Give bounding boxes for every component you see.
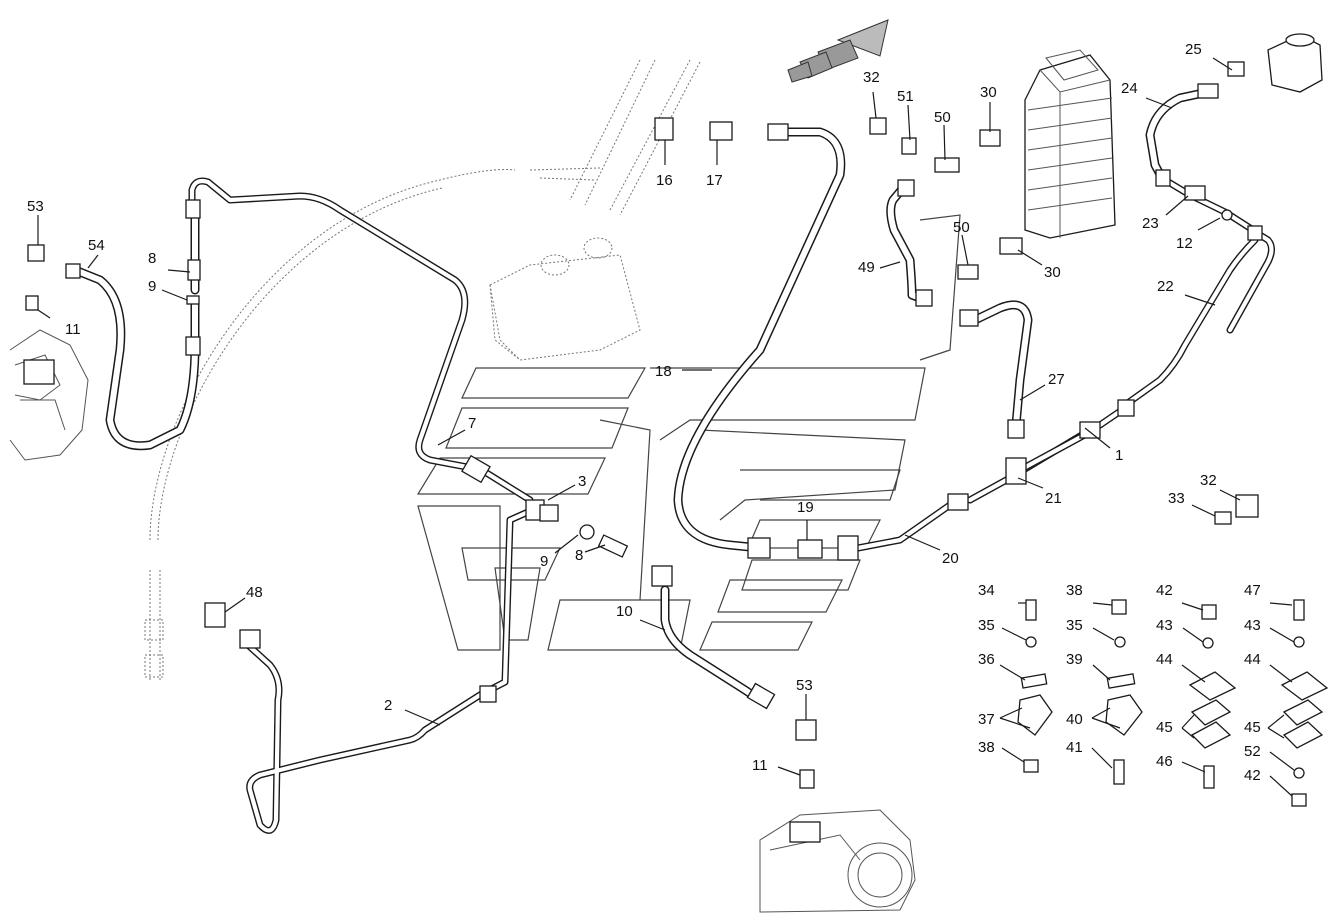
label-19: 19 (797, 499, 814, 516)
pipe-23-12 (1161, 176, 1254, 232)
label-25: 25 (1185, 41, 1202, 58)
label-12: 12 (1176, 235, 1193, 252)
clamp-assembly-47-42 (1280, 599, 1329, 807)
label-34: 34 (978, 582, 995, 599)
label-8-upper: 8 (148, 250, 156, 267)
pipe-2 (244, 508, 532, 834)
label-27: 27 (1048, 371, 1065, 388)
label-32-upper: 32 (863, 69, 880, 86)
label-11-left: 11 (65, 321, 81, 338)
clamp-assembly-34-38 (1017, 599, 1053, 773)
label-22: 22 (1157, 278, 1174, 295)
label-2: 2 (384, 697, 392, 714)
label-43-right: 43 (1244, 617, 1261, 634)
label-16: 16 (656, 172, 673, 189)
hose-24 (1145, 87, 1213, 183)
label-11-bottom: 11 (752, 757, 768, 774)
label-10: 10 (616, 603, 633, 620)
label-23: 23 (1142, 215, 1159, 232)
label-42-right: 42 (1244, 767, 1261, 784)
ghost-components (144, 59, 701, 680)
label-45-right: 45 (1244, 719, 1261, 736)
label-43-left: 43 (1156, 617, 1173, 634)
label-40: 40 (1066, 711, 1083, 728)
label-52: 52 (1244, 743, 1261, 760)
label-8-lower: 8 (575, 547, 583, 564)
label-30-upper: 30 (980, 84, 997, 101)
label-53-bottom: 53 (796, 677, 813, 694)
label-44-right: 44 (1244, 651, 1261, 668)
label-36: 36 (978, 651, 995, 668)
label-38-top: 38 (1066, 582, 1083, 599)
label-49: 49 (858, 259, 875, 276)
pipe-7-lower (481, 468, 534, 504)
label-24: 24 (1121, 80, 1138, 97)
hydraulic-motor-left (9, 329, 89, 461)
label-33: 33 (1168, 490, 1185, 507)
label-38-bottom: 38 (978, 739, 995, 756)
part-number-labels: 1 2 3 7 8 8 9 9 10 11 11 12 16 17 18 19 … (27, 41, 1261, 784)
pump-top-right (1267, 33, 1323, 93)
fittings (25, 61, 1263, 789)
label-21: 21 (1045, 490, 1062, 507)
label-46: 46 (1156, 753, 1173, 770)
hose-54 (70, 265, 200, 451)
label-50-lower: 50 (953, 219, 970, 236)
label-44-left: 44 (1156, 651, 1173, 668)
hose-27 (970, 300, 1033, 430)
label-54: 54 (88, 237, 105, 254)
label-42-left: 42 (1156, 582, 1173, 599)
label-7: 7 (468, 415, 476, 432)
label-35-right: 35 (1066, 617, 1083, 634)
label-48: 48 (246, 584, 263, 601)
label-30-lower: 30 (1044, 264, 1061, 281)
label-3: 3 (578, 473, 586, 490)
label-17: 17 (706, 172, 723, 189)
leader-lines (37, 57, 1295, 797)
pipe-20 (854, 501, 954, 552)
label-35-left: 35 (978, 617, 995, 634)
label-51: 51 (897, 88, 914, 105)
hose-18 (673, 127, 846, 553)
control-valve-block (1024, 49, 1116, 239)
label-47: 47 (1244, 582, 1261, 599)
label-39: 39 (1066, 651, 1083, 668)
label-9-lower: 9 (540, 553, 548, 570)
label-9-upper: 9 (148, 278, 156, 295)
label-53-left: 53 (27, 198, 44, 215)
label-45-left: 45 (1156, 719, 1173, 736)
clamp-assembly-38-41 (1105, 599, 1143, 785)
label-32-lower: 32 (1200, 472, 1217, 489)
pipe-22-top (1226, 228, 1275, 334)
background-frame-sketch (416, 214, 961, 651)
direction-arrow-icon (787, 19, 889, 83)
label-37: 37 (978, 711, 995, 728)
hose-10 (660, 585, 765, 705)
hydraulic-motor-bottom (759, 809, 916, 913)
label-18: 18 (655, 363, 672, 380)
pipe-1 (1016, 404, 1129, 474)
pipe-7 (188, 177, 476, 472)
label-50-upper: 50 (934, 109, 951, 126)
label-20: 20 (942, 550, 959, 567)
label-1: 1 (1115, 447, 1123, 464)
label-41: 41 (1066, 739, 1083, 756)
hose-49 (886, 183, 930, 305)
clamp-assembly-42-46 (1188, 604, 1237, 789)
